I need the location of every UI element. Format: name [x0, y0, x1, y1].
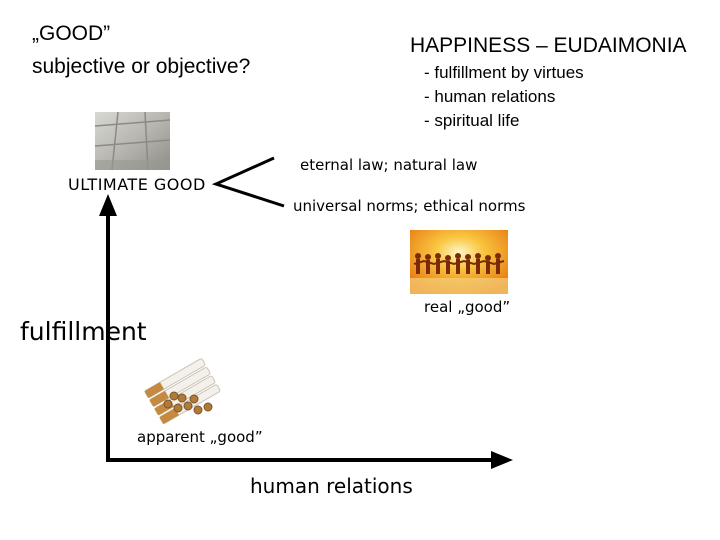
happiness-item: - fulfillment by virtues — [424, 63, 584, 82]
eternal-law-label: eternal law; natural law — [300, 156, 478, 174]
cigarettes-image — [144, 358, 221, 425]
happiness-item: - human relations — [424, 87, 556, 106]
branch-chevron — [211, 156, 285, 208]
happiness-item: - spiritual life — [424, 111, 520, 130]
universal-norms-label: universal norms; ethical norms — [293, 197, 526, 215]
fulfillment-axis — [99, 194, 117, 462]
real-good-label: real „good” — [424, 298, 511, 316]
ultimate-good-label: ULTIMATE GOOD — [68, 175, 206, 194]
happiness-title: HAPPINESS – EUDAIMONIA — [410, 34, 687, 57]
apparent-good-label: apparent „good” — [137, 428, 263, 446]
stone-block-image — [94, 111, 171, 171]
title-question: subjective or objective? — [32, 55, 251, 78]
crowd-image — [410, 230, 508, 294]
human-relations-axis-label: human relations — [250, 474, 413, 498]
title-good: „GOOD” — [32, 22, 111, 45]
human-relations-axis — [106, 451, 513, 469]
fulfillment-axis-label: fulfillment — [20, 317, 147, 346]
